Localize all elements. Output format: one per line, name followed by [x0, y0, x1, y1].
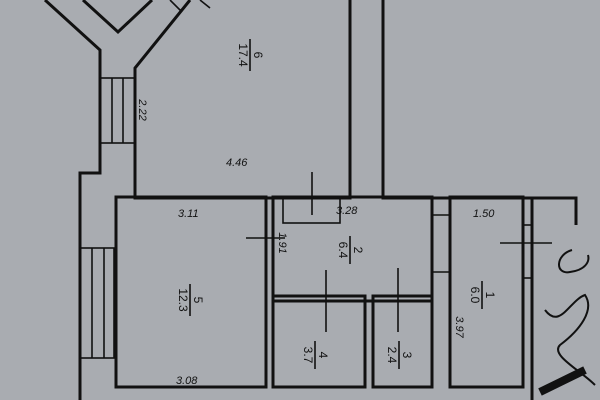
dim-room2-top: 3.28	[336, 205, 358, 217]
svg-text:2: 2	[351, 247, 365, 254]
dim-room1-top: 1.50	[473, 208, 495, 220]
room-label-6: 6 17.4	[236, 39, 265, 71]
svg-text:3.7: 3.7	[301, 347, 315, 364]
room-5	[114, 195, 268, 389]
room-label-5: 5 12.3	[176, 284, 205, 316]
window-left	[79, 247, 115, 359]
room-label-1: 1 6.0	[468, 281, 497, 309]
room-label-2: 2 6.4	[336, 236, 365, 264]
window-top	[99, 77, 136, 144]
room-label-3: 3 2.4	[385, 341, 414, 369]
dim-room2-side: 1.91	[276, 232, 288, 253]
svg-text:12.3: 12.3	[176, 288, 190, 312]
room-4	[271, 294, 367, 389]
dim-room5-top: 3.11	[178, 208, 199, 220]
handwritten-scribble	[538, 249, 596, 396]
dim-room5-bottom: 3.08	[176, 375, 198, 387]
walls	[43, 0, 578, 400]
svg-text:1: 1	[483, 292, 497, 299]
room-3	[371, 294, 434, 389]
svg-text:2.4: 2.4	[385, 347, 399, 364]
room-2	[271, 195, 434, 303]
svg-text:6.0: 6.0	[468, 287, 482, 304]
svg-text:17.4: 17.4	[236, 43, 250, 67]
dim-room6-width: 4.46	[226, 157, 248, 169]
dim-room1-side: 3.97	[453, 316, 465, 338]
svg-text:3: 3	[400, 352, 414, 359]
svg-text:6.4: 6.4	[336, 242, 350, 259]
dim-room6-depth: 2.22	[136, 98, 148, 120]
room-1	[448, 195, 525, 389]
room-label-4: 4 3.7	[301, 341, 330, 369]
svg-text:4: 4	[316, 352, 330, 359]
svg-text:5: 5	[191, 297, 205, 304]
svg-text:6: 6	[251, 52, 265, 59]
door-marks	[246, 232, 552, 332]
